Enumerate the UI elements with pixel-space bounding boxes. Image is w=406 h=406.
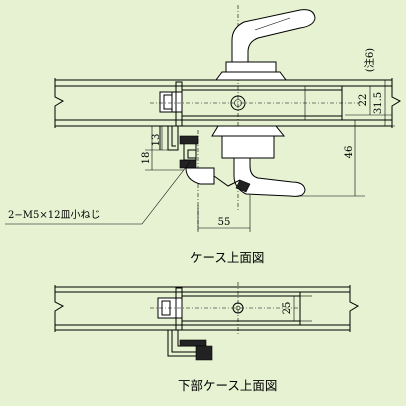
dim-46: 46	[300, 120, 365, 197]
caption-case-top: ケース上面図	[190, 250, 264, 265]
svg-text:18: 18	[141, 152, 152, 165]
dim-25: 25	[282, 295, 312, 322]
svg-text:46: 46	[344, 146, 355, 159]
lower-bracket	[167, 330, 213, 361]
note-6: (注6)	[363, 48, 376, 72]
lower-lever-handle	[185, 125, 306, 197]
screw-label: 2−M5×12皿小ねじ	[8, 209, 100, 221]
dim-55: 55	[197, 195, 251, 232]
lower-case-body	[150, 282, 301, 336]
caption-lower-case-top: 下部ケース上面図	[178, 378, 277, 393]
dim-vertical-right: 22 31.5 (注6)	[345, 48, 395, 127]
dim-22: 22	[358, 94, 369, 107]
dim-31-5: 31.5	[373, 92, 384, 114]
svg-text:25: 25	[282, 302, 293, 315]
mounting-bracket	[159, 126, 199, 169]
svg-text:55: 55	[218, 217, 231, 228]
lower-case-top-view: 25 下部ケース上面図	[54, 282, 360, 393]
upper-lever-handle	[215, 9, 316, 81]
lock-case	[159, 81, 343, 127]
svg-text:13: 13	[151, 134, 162, 147]
case-top-view: 22 31.5 (注6) 46 18 13 55	[5, 5, 402, 265]
screw-leader: 2−M5×12皿小ねじ	[5, 161, 191, 225]
dim-18-13: 18 13	[141, 125, 184, 171]
